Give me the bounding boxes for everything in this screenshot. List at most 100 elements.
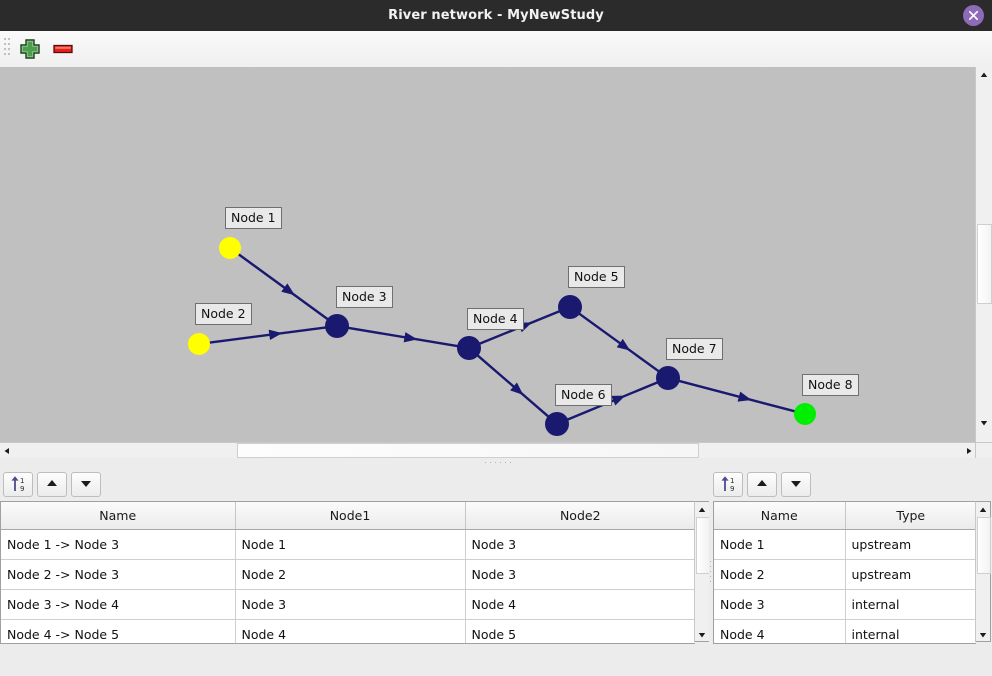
- graph-edge[interactable]: [347, 326, 459, 348]
- column-header[interactable]: Node2: [465, 502, 695, 530]
- table-cell[interactable]: internal: [845, 619, 976, 643]
- graph-node[interactable]: [325, 314, 349, 338]
- nodes-scroll-down-arrow[interactable]: [976, 627, 990, 641]
- tables-vertical-splitter[interactable]: [709, 501, 713, 642]
- table-cell[interactable]: Node 4 -> Node 5: [1, 619, 236, 643]
- graph-scroll-down-arrow[interactable]: [977, 415, 991, 429]
- reaches-move-up-button[interactable]: [37, 472, 67, 497]
- graph-vertical-scrollbar[interactable]: [975, 67, 992, 443]
- table-cell[interactable]: upstream: [845, 559, 976, 590]
- title-bar: River network - MyNewStudy: [0, 0, 992, 32]
- graph-node-label[interactable]: Node 5: [568, 266, 625, 288]
- network-graph-canvas[interactable]: Node 1 Node 2 Node 3 Node 4 Node 5 Node 6 Node…: [0, 67, 976, 443]
- reaches-move-down-button[interactable]: [71, 472, 101, 497]
- reaches-scroll-down-arrow[interactable]: [695, 627, 709, 641]
- graph-node[interactable]: [794, 403, 816, 425]
- table-cell[interactable]: Node 5: [465, 619, 695, 643]
- graph-node-label[interactable]: Node 8: [802, 374, 859, 396]
- graph-node[interactable]: [558, 295, 582, 319]
- close-button[interactable]: [963, 5, 984, 26]
- graph-node-label[interactable]: Node 7: [666, 338, 723, 360]
- column-header[interactable]: Node1: [235, 502, 466, 530]
- graph-edge[interactable]: [566, 381, 659, 421]
- table-cell[interactable]: Node 2 -> Node 3: [1, 559, 236, 590]
- table-cell[interactable]: internal: [845, 589, 976, 620]
- table-cell[interactable]: Node 3: [465, 559, 695, 590]
- reaches-vertical-scrollbar[interactable]: [694, 501, 710, 642]
- graph-horizontal-scrollbar[interactable]: [0, 442, 976, 458]
- column-header[interactable]: Name: [714, 502, 846, 530]
- graph-node[interactable]: [219, 237, 241, 259]
- graph-edge-arrowhead: [510, 382, 524, 395]
- nodes-move-down-button[interactable]: [781, 472, 811, 497]
- table-cell[interactable]: Node 1 -> Node 3: [1, 529, 236, 560]
- nodes-vertical-scrollbar[interactable]: [975, 501, 991, 642]
- graph-scroll-up-arrow[interactable]: [977, 67, 991, 81]
- table-cell[interactable]: Node 3 -> Node 4: [1, 589, 236, 620]
- graph-edge[interactable]: [237, 252, 329, 321]
- table-cell[interactable]: Node 3: [465, 529, 695, 560]
- table-cell[interactable]: upstream: [845, 529, 976, 560]
- graph-node-label[interactable]: Node 1: [225, 207, 282, 229]
- horizontal-splitter[interactable]: [0, 458, 992, 468]
- graph-node[interactable]: [545, 412, 569, 436]
- graph-vertical-scroll-thumb[interactable]: [977, 224, 992, 304]
- graph-edge[interactable]: [678, 379, 796, 413]
- graph-edge[interactable]: [578, 312, 660, 373]
- toolbar-grip[interactable]: [4, 38, 10, 60]
- table-cell[interactable]: Node 4: [235, 619, 466, 643]
- nodes-sort-button[interactable]: 1 9: [713, 472, 743, 497]
- column-header[interactable]: Type: [845, 502, 976, 530]
- table-cell[interactable]: Node 1: [714, 529, 846, 560]
- reaches-scroll-up-arrow[interactable]: [695, 502, 709, 516]
- network-graph-svg: [188, 237, 816, 436]
- reaches-scroll-thumb[interactable]: [696, 517, 710, 574]
- nodes-move-up-button[interactable]: [747, 472, 777, 497]
- graph-horizontal-scroll-thumb[interactable]: [237, 443, 699, 458]
- graph-scroll-right-arrow[interactable]: [962, 443, 976, 457]
- table-cell[interactable]: Node 2: [714, 559, 846, 590]
- delete-node-button[interactable]: [50, 37, 76, 61]
- graph-node[interactable]: [457, 336, 481, 360]
- nodes-scroll-thumb[interactable]: [977, 517, 991, 574]
- svg-text:9: 9: [20, 485, 24, 493]
- table-cell[interactable]: Node 3: [235, 589, 466, 620]
- graph-edge[interactable]: [208, 326, 327, 344]
- column-header[interactable]: Name: [1, 502, 236, 530]
- nodes-scroll-up-arrow[interactable]: [976, 502, 990, 516]
- triangle-left-icon: [4, 448, 9, 454]
- network-graph-panel: Node 1 Node 2 Node 3 Node 4 Node 5 Node 6 Node…: [0, 67, 992, 459]
- graph-node-label[interactable]: Node 6: [555, 384, 612, 406]
- main-toolbar: [0, 31, 992, 68]
- graph-node[interactable]: [656, 366, 680, 390]
- graph-node-label[interactable]: Node 3: [336, 286, 393, 308]
- graph-node[interactable]: [188, 333, 210, 355]
- add-node-button[interactable]: [17, 37, 43, 61]
- triangle-down-icon: [698, 633, 706, 638]
- table-cell[interactable]: Node 4: [465, 589, 695, 620]
- graph-edge[interactable]: [476, 354, 550, 418]
- graph-scroll-left-arrow[interactable]: [0, 443, 14, 457]
- table-cell[interactable]: Node 1: [235, 529, 466, 560]
- reaches-sort-button[interactable]: 1 9: [3, 472, 33, 497]
- triangle-down-icon: [979, 633, 987, 638]
- table-cell[interactable]: Node 3: [714, 589, 846, 620]
- table-cell[interactable]: Node 2: [235, 559, 466, 590]
- graph-scrollbar-corner: [975, 442, 992, 458]
- graph-node-label[interactable]: Node 4: [467, 308, 524, 330]
- table-cell[interactable]: Node 4: [714, 619, 846, 643]
- graph-node-label[interactable]: Node 2: [195, 303, 252, 325]
